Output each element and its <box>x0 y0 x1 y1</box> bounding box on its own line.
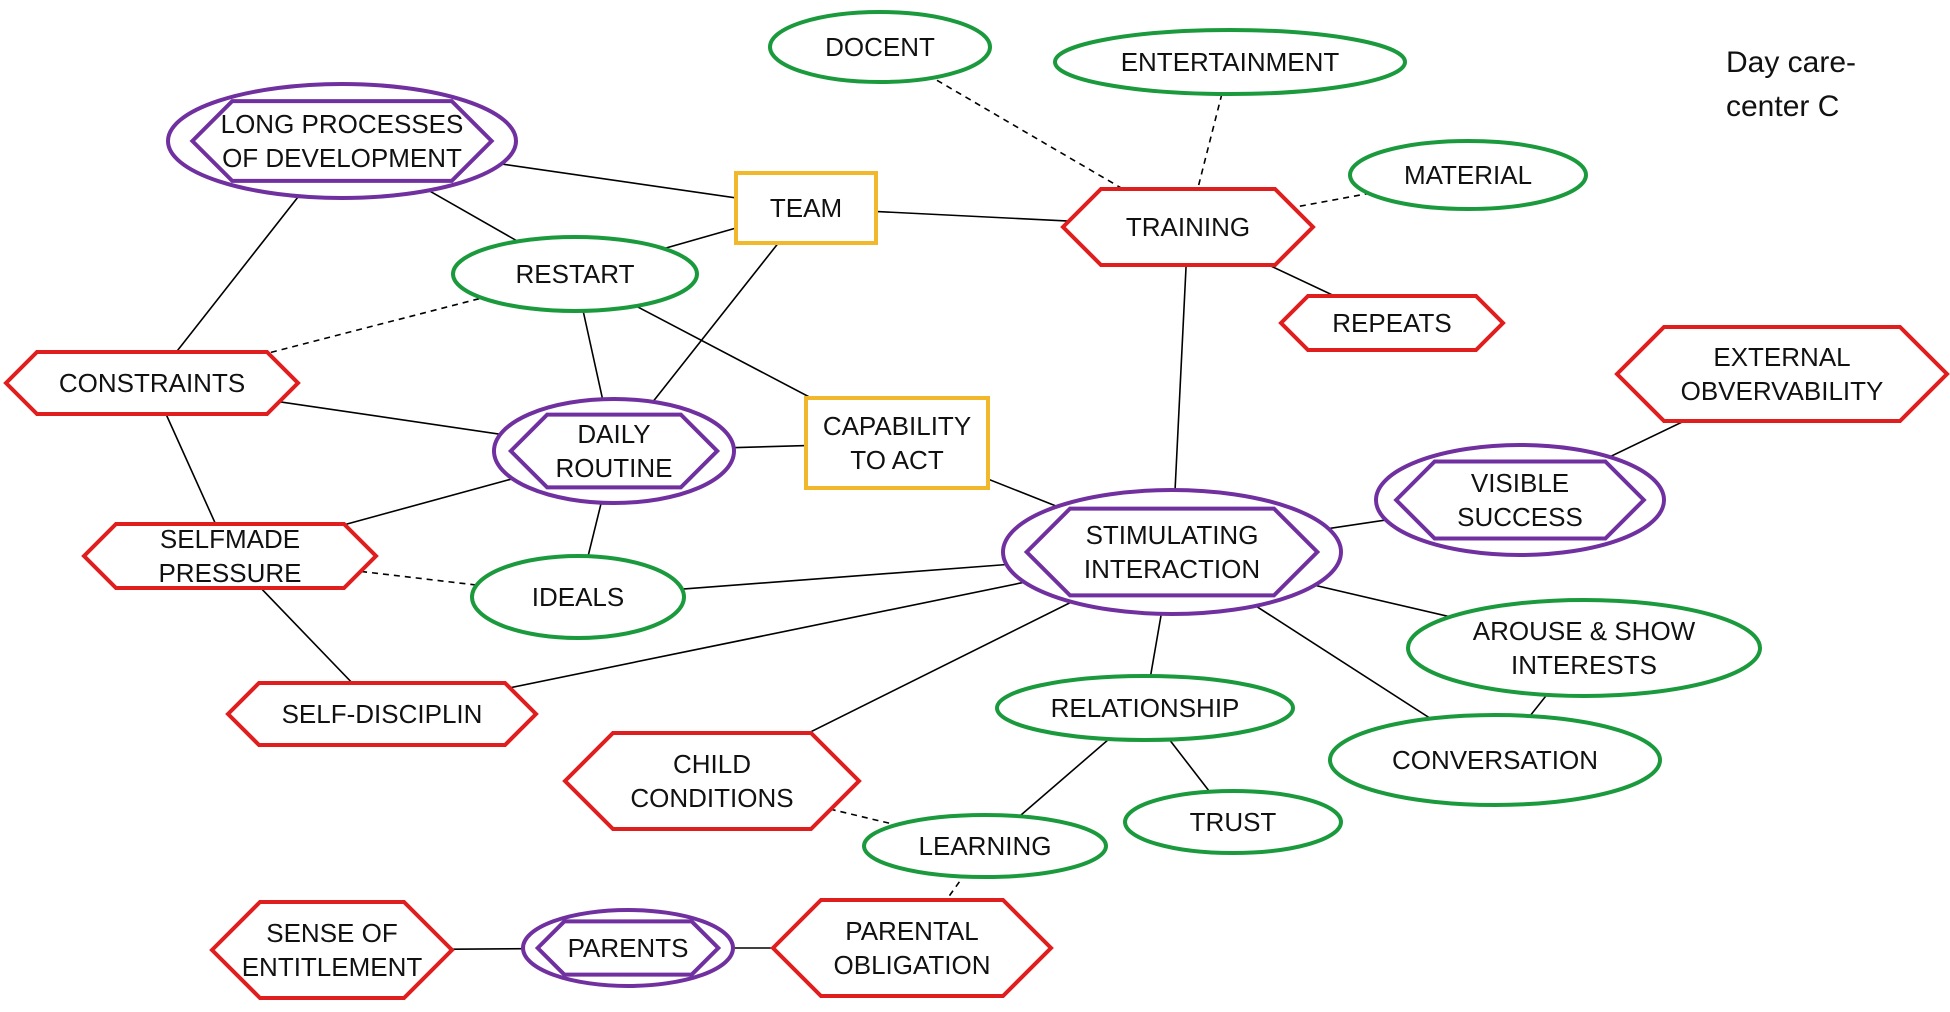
node-shape-ellipse <box>1374 443 1666 557</box>
title-line-1: Day care- <box>1726 46 1856 79</box>
node-label: DAILY <box>577 419 650 449</box>
node-label: SUCCESS <box>1457 502 1583 532</box>
node-parental-obligation: PARENTAL OBLIGATION <box>770 898 1054 998</box>
node-learning: LEARNING <box>862 813 1108 879</box>
node-visible-success: VISIBLE SUCCESS <box>1374 443 1666 557</box>
title-line-2: center C <box>1726 90 1839 123</box>
node-shape-ellipse <box>451 235 699 313</box>
node-shape-hexagon <box>81 522 379 590</box>
node-shape-hexagon <box>770 898 1054 998</box>
node-label: OF DEVELOPMENT <box>222 143 462 173</box>
node-shape-hexagon <box>1393 459 1647 541</box>
node-child-conditions: CHILD CONDITIONS <box>562 731 862 831</box>
node-label: TRUST <box>1190 807 1277 837</box>
diagram-title: Day care- center C <box>1726 46 1856 123</box>
node-material: MATERIAL <box>1348 139 1588 211</box>
node-shape-hexagon <box>507 412 721 490</box>
node-label: PRESSURE <box>158 558 301 588</box>
node-relationship: RELATIONSHIP <box>995 674 1295 742</box>
node-label: SELF-DISCIPLIN <box>282 699 483 729</box>
node-conversation: CONVERSATION <box>1328 713 1662 807</box>
node-sense-entitlement: SENSE OF ENTITLEMENT <box>209 900 455 1000</box>
node-shape-ellipse <box>768 10 992 84</box>
node-label: SELFMADE <box>160 524 300 554</box>
node-label: IDEALS <box>532 582 625 612</box>
node-team: TEAM <box>734 171 878 245</box>
node-label: SENSE OF <box>266 918 397 948</box>
node-shape-hexagon <box>562 731 862 831</box>
node-shape-hexagon <box>189 99 495 183</box>
node-restart: RESTART <box>451 235 699 313</box>
node-external-obs: EXTERNAL OBVERVABILITY <box>1614 325 1950 423</box>
node-shape-ellipse <box>862 813 1108 879</box>
node-shape-ellipse <box>492 397 736 505</box>
node-label: CONSTRAINTS <box>59 368 245 398</box>
node-label: LEARNING <box>919 831 1052 861</box>
node-ideals: IDEALS <box>470 554 686 640</box>
node-label: OBVERVABILITY <box>1681 376 1884 406</box>
node-label: PARENTAL <box>845 916 978 946</box>
node-label: CHILD <box>673 749 751 779</box>
node-constraints: CONSTRAINTS <box>3 350 301 416</box>
node-stimulating: STIMULATING INTERACTION <box>1001 488 1343 616</box>
node-label: ENTITLEMENT <box>242 952 423 982</box>
node-arouse: AROUSE & SHOW INTERESTS <box>1406 598 1762 698</box>
node-label: CONVERSATION <box>1392 745 1598 775</box>
node-shape-hexagon <box>1614 325 1950 423</box>
node-trust: TRUST <box>1123 789 1343 855</box>
node-label: MATERIAL <box>1404 160 1532 190</box>
node-shape-hexagon <box>1278 294 1506 352</box>
node-shape-hexagon <box>534 919 722 977</box>
node-label: TRAINING <box>1126 212 1250 242</box>
node-label: REPEATS <box>1332 308 1451 338</box>
node-shape-ellipse <box>1328 713 1662 807</box>
node-label: EXTERNAL <box>1713 342 1850 372</box>
node-label: LONG PROCESSES <box>221 109 464 139</box>
node-docent: DOCENT <box>768 10 992 84</box>
node-label: AROUSE & SHOW <box>1473 616 1696 646</box>
node-label: DOCENT <box>825 32 935 62</box>
node-shape-ellipse <box>995 674 1295 742</box>
node-capability: CAPABILITY TO ACT <box>804 396 990 490</box>
node-label: STIMULATING <box>1086 520 1259 550</box>
node-daily-routine: DAILY ROUTINE <box>492 397 736 505</box>
node-shape-ellipse <box>1406 598 1762 698</box>
node-selfmade-pressure: SELFMADE PRESSURE <box>81 522 379 590</box>
node-label: CAPABILITY <box>823 411 971 441</box>
node-self-disciplin: SELF-DISCIPLIN <box>225 681 539 747</box>
node-label: RELATIONSHIP <box>1051 693 1240 723</box>
node-shape-hexagon <box>225 681 539 747</box>
node-shape-ellipse <box>1053 28 1407 96</box>
node-shape-ellipse <box>1001 488 1343 616</box>
nodes-layer: DOCENT ENTERTAINMENT MATERIAL TRAINING REPEA… <box>3 10 1950 1000</box>
node-shape-hexagon <box>3 350 301 416</box>
node-shape-ellipse <box>521 908 735 988</box>
node-label: PARENTS <box>568 933 689 963</box>
node-label: ENTERTAINMENT <box>1121 47 1340 77</box>
node-label: CONDITIONS <box>630 783 793 813</box>
node-entertainment: ENTERTAINMENT <box>1053 28 1407 96</box>
node-shape-rectangle <box>734 171 878 245</box>
node-label: INTERESTS <box>1511 650 1657 680</box>
node-shape-hexagon <box>1060 187 1316 267</box>
node-label: INTERACTION <box>1084 554 1260 584</box>
node-shape-rectangle <box>804 396 990 490</box>
node-label: VISIBLE <box>1471 468 1569 498</box>
node-shape-ellipse <box>166 82 518 200</box>
node-parents: PARENTS <box>521 908 735 988</box>
node-repeats: REPEATS <box>1278 294 1506 352</box>
node-shape-ellipse <box>470 554 686 640</box>
node-long-processes: LONG PROCESSES OF DEVELOPMENT <box>166 82 518 200</box>
node-label: ROUTINE <box>556 453 673 483</box>
node-shape-hexagon <box>209 900 455 1000</box>
node-label: OBLIGATION <box>834 950 991 980</box>
node-shape-hexagon <box>1023 506 1321 598</box>
node-training: TRAINING <box>1060 187 1316 267</box>
node-label: TO ACT <box>850 445 944 475</box>
node-shape-ellipse <box>1348 139 1588 211</box>
node-label: RESTART <box>516 259 635 289</box>
node-shape-ellipse <box>1123 789 1343 855</box>
node-label: TEAM <box>770 193 842 223</box>
